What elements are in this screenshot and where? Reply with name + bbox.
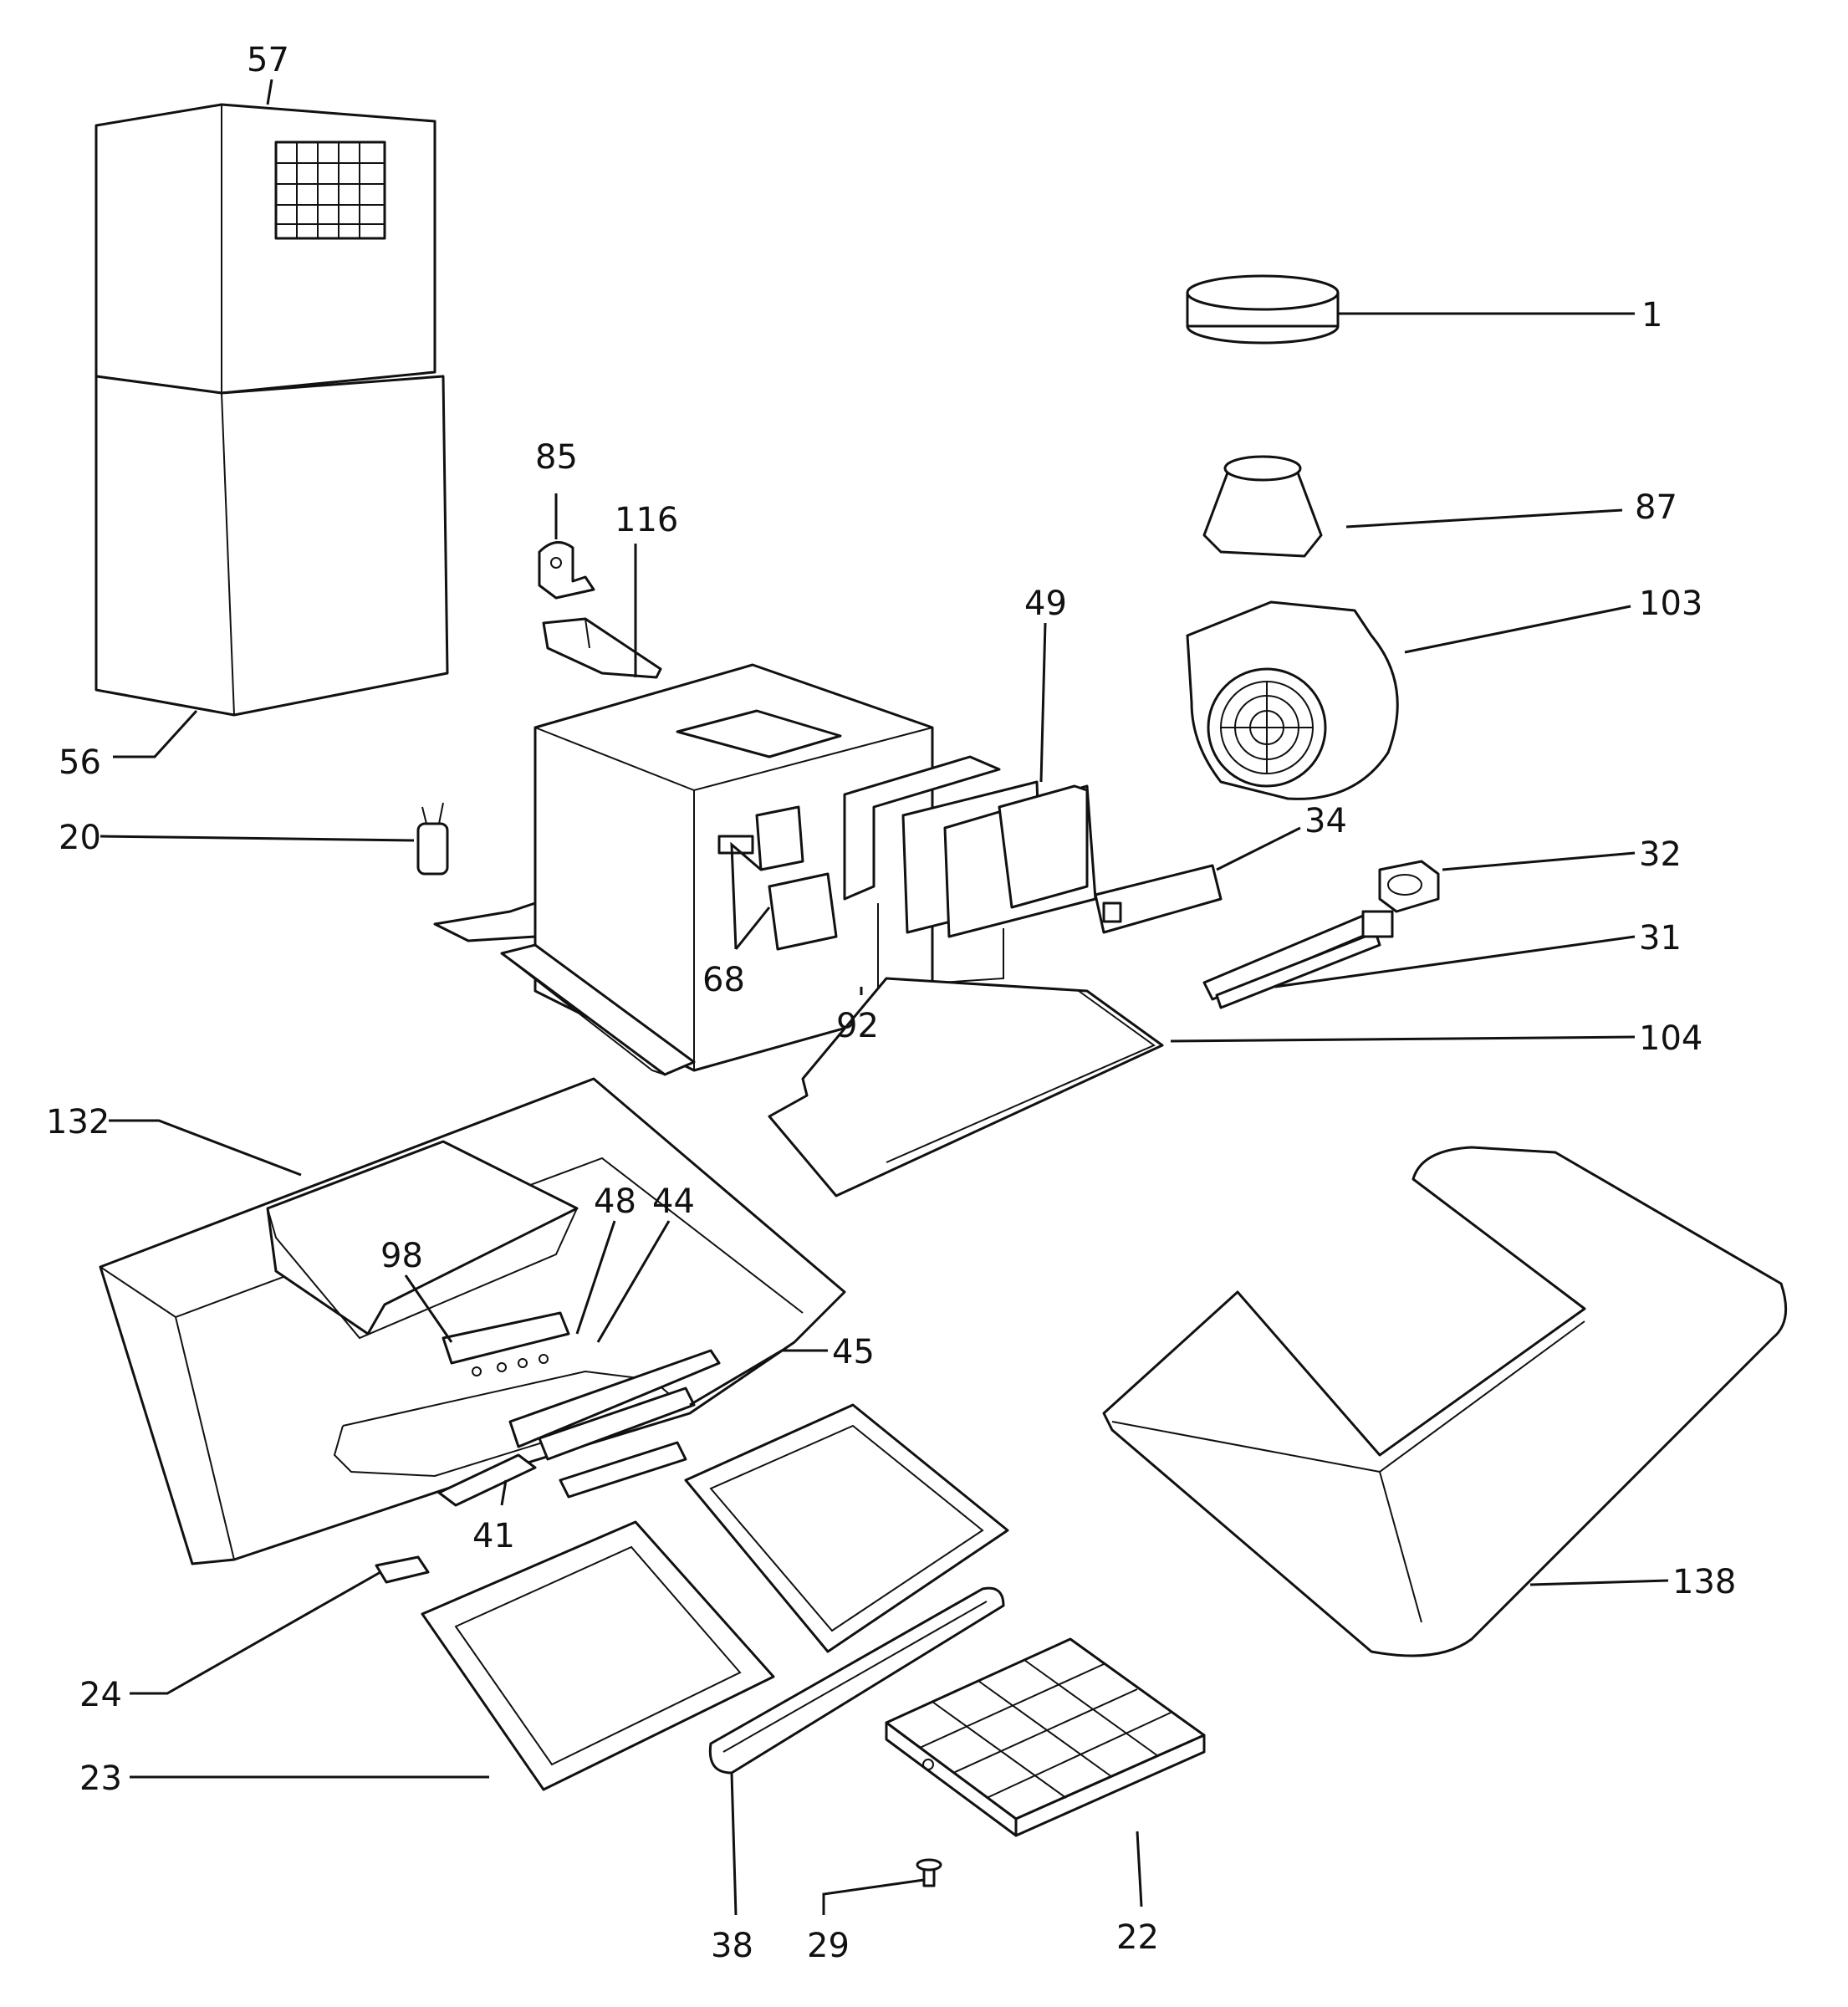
charcoal-filter-22 <box>885 1637 1206 1837</box>
label-29: 29 <box>807 1927 850 1965</box>
gasket-38 <box>708 1586 1005 1775</box>
label-1: 1 <box>1641 296 1662 334</box>
label-132: 132 <box>46 1103 110 1141</box>
label-68: 68 <box>702 961 745 999</box>
control-panel-45 <box>508 1349 721 1461</box>
label-38: 38 <box>711 1927 753 1965</box>
label-98: 98 <box>380 1237 423 1275</box>
bracket-116 <box>542 617 662 679</box>
label-24: 24 <box>79 1676 122 1714</box>
duct-collar-ring <box>1186 274 1340 345</box>
control-board-98 <box>442 1311 570 1376</box>
label-23: 23 <box>79 1759 122 1798</box>
duct-reducer <box>1202 455 1323 558</box>
screw-29 <box>916 1858 942 1887</box>
label-103: 103 <box>1639 585 1703 623</box>
bracket-85 <box>538 541 595 600</box>
label-22: 22 <box>1116 1918 1159 1957</box>
light-cover-104 <box>768 977 1164 1198</box>
label-85: 85 <box>535 438 578 477</box>
fluorescent-lamp-31 <box>1202 910 1394 1009</box>
label-49: 49 <box>1024 585 1067 623</box>
label-57: 57 <box>247 41 289 79</box>
label-31: 31 <box>1639 919 1682 958</box>
label-48: 48 <box>594 1182 636 1221</box>
trim-strip-41 <box>437 1441 687 1507</box>
housing-top-opening <box>676 709 842 758</box>
blower-motor <box>1186 600 1399 800</box>
label-92: 92 <box>836 1007 879 1045</box>
label-32: 32 <box>1639 835 1682 874</box>
label-44: 44 <box>652 1182 695 1221</box>
chimney-cover <box>94 103 449 717</box>
hood-body-132 <box>99 1077 846 1565</box>
label-45: 45 <box>832 1333 875 1371</box>
label-116: 116 <box>615 501 678 539</box>
part-number-labels: 57 56 1 85 116 87 49 103 20 34 32 68 31 … <box>46 41 1736 1965</box>
hood-top-raised-panel <box>266 1140 579 1335</box>
label-20: 20 <box>59 819 101 857</box>
label-104: 104 <box>1639 1019 1703 1058</box>
label-138: 138 <box>1672 1563 1736 1601</box>
grease-filter-23 <box>421 1520 775 1791</box>
clip-24 <box>375 1555 430 1584</box>
canopy-138 <box>1102 1146 1788 1657</box>
lamp-holder-32 <box>1378 860 1440 913</box>
label-56: 56 <box>59 743 101 782</box>
label-34: 34 <box>1304 802 1347 840</box>
capacitor-20 <box>416 802 449 876</box>
grease-filter-upper <box>684 1403 1009 1653</box>
chimney-vent-grille <box>274 140 386 240</box>
chimney-lower-section <box>94 375 449 717</box>
panel-49 <box>998 784 1089 909</box>
label-87: 87 <box>1635 488 1677 527</box>
label-41: 41 <box>472 1517 515 1555</box>
control-components-68 <box>717 805 838 951</box>
light-socket-34 <box>1094 864 1223 934</box>
leader-lines <box>100 79 1669 1916</box>
